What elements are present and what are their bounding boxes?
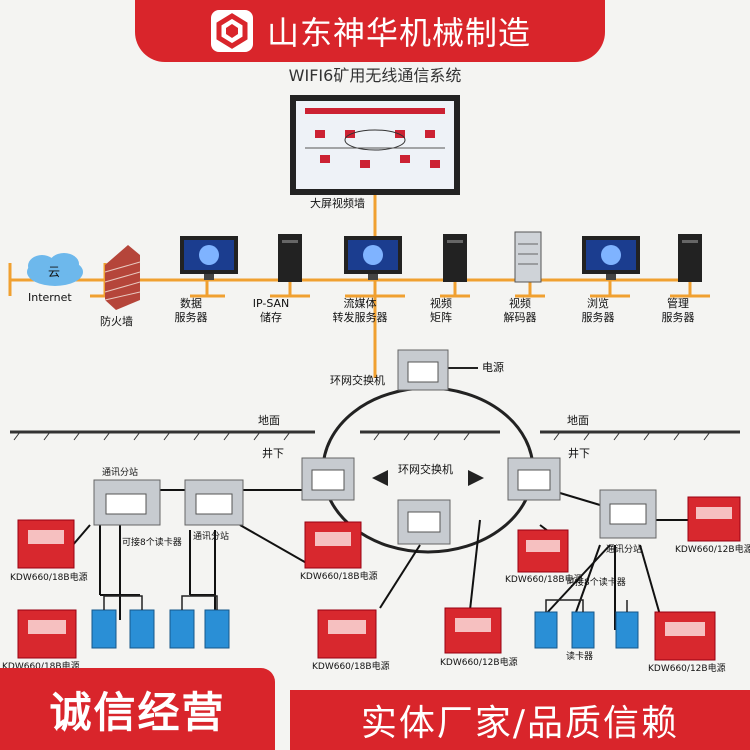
video-wall-screen bbox=[290, 95, 460, 195]
monitor-icon bbox=[582, 236, 640, 280]
server-label: 数据服务器 bbox=[168, 297, 214, 325]
server-label: 流媒体转发服务器 bbox=[330, 297, 390, 325]
tower-icon bbox=[278, 234, 302, 282]
underground-label-right: 井下 bbox=[568, 447, 590, 461]
slogan-right: 实体厂家/品质信赖 bbox=[290, 690, 750, 750]
power-supply-box bbox=[518, 530, 568, 572]
power-model-label: KDW660/12B电源 bbox=[675, 543, 750, 557]
slogan-left: 诚信经营 bbox=[0, 668, 275, 750]
power-supply-box bbox=[18, 610, 76, 658]
server-label: 浏览服务器 bbox=[575, 297, 621, 325]
ring-switch-center-label: 环网交换机 bbox=[398, 463, 453, 477]
comm-substation-label: 通讯分站 bbox=[193, 530, 229, 544]
ring-switch-top-label: 环网交换机 bbox=[330, 374, 385, 388]
underground-label-left: 井下 bbox=[262, 447, 284, 461]
tower-icon bbox=[443, 234, 467, 282]
monitor-icon bbox=[344, 236, 402, 280]
ring-switch-bottom bbox=[398, 500, 450, 544]
power-supply-box bbox=[688, 497, 740, 541]
firewall-label: 防火墙 bbox=[100, 315, 133, 329]
comm-substation-1 bbox=[94, 480, 160, 525]
reader-label: 读卡器 bbox=[566, 650, 593, 664]
firewall-icon bbox=[105, 245, 140, 310]
power-model-label: KDW660/18B电源 bbox=[505, 573, 583, 587]
power-model-label: KDW660/18B电源 bbox=[312, 660, 390, 674]
power-model-label: KDW660/12B电源 bbox=[440, 656, 518, 670]
reader-capacity-note: 可接8个读卡器 bbox=[122, 536, 182, 550]
ring-switch-right bbox=[508, 458, 560, 500]
power-supply-box bbox=[445, 608, 501, 653]
power-supply-box bbox=[305, 522, 361, 568]
server-label: 视频矩阵 bbox=[418, 297, 464, 325]
power-supply-box bbox=[18, 520, 74, 568]
server-label: 管理服务器 bbox=[655, 297, 701, 325]
power-model-label: KDW660/18B电源 bbox=[300, 570, 378, 584]
power-model-label: KDW660/18B电源 bbox=[10, 571, 88, 585]
comm-substation-label: 通讯分站 bbox=[102, 466, 138, 480]
comm-substation-label: 通讯分站 bbox=[606, 543, 642, 557]
ground-label-right: 地面 bbox=[567, 414, 589, 428]
server-label: 视频解码器 bbox=[497, 297, 543, 325]
server-rack-icon bbox=[515, 232, 541, 282]
power-supply-box bbox=[655, 612, 715, 660]
power-model-label: KDW660/12B电源 bbox=[648, 662, 726, 676]
comm-substation-3 bbox=[600, 490, 656, 538]
tower-icon bbox=[678, 234, 702, 282]
ground-label-left: 地面 bbox=[258, 414, 280, 428]
video-wall-label: 大屏视频墙 bbox=[310, 197, 365, 211]
internet-label: Internet bbox=[28, 291, 72, 305]
comm-substation-2 bbox=[185, 480, 243, 525]
ring-switch-top bbox=[398, 350, 448, 390]
ring-switch-left bbox=[302, 458, 354, 500]
monitor-icon bbox=[180, 236, 238, 280]
power-label: 电源 bbox=[482, 361, 504, 375]
power-supply-box bbox=[318, 610, 376, 658]
cloud-label: 云 bbox=[48, 265, 60, 279]
